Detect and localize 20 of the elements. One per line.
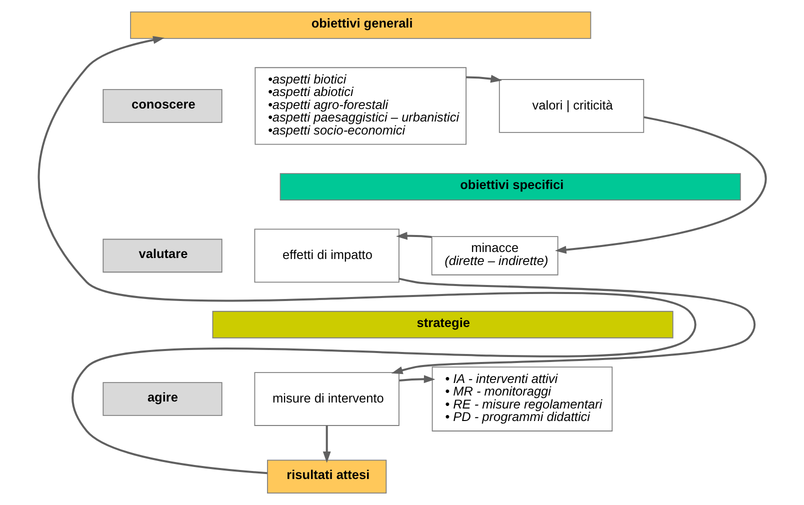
arrow bbox=[396, 232, 432, 240]
arrow bbox=[554, 116, 766, 254]
node-box: agire bbox=[102, 382, 222, 416]
arrow bbox=[466, 74, 502, 83]
node-box: minacce (dirette – indirette) bbox=[430, 236, 558, 276]
arrow bbox=[38, 36, 696, 474]
node-box: risultati attesi bbox=[266, 460, 386, 494]
node-box: valutare bbox=[102, 238, 222, 273]
node-box: •aspetti biotici •aspetti abiotici •aspetti agro-forestali •aspetti paesaggistici – urbanistici •aspetti socio-economici bbox=[254, 67, 466, 145]
node-box: • IA - interventi attivi • MR - monitoraggi • RE - misure regolamentari • PD - programmi didattici bbox=[431, 366, 612, 432]
arrow bbox=[322, 426, 330, 463]
node-box: valori | criticità bbox=[498, 79, 644, 133]
node-box: effetti di impatto bbox=[254, 228, 399, 283]
node-box: obiettivi generali bbox=[130, 11, 591, 39]
node-box: conoscere bbox=[102, 89, 222, 123]
node-box: strategie bbox=[212, 310, 673, 338]
arrow bbox=[390, 278, 755, 374]
node-box: misure di intervento bbox=[254, 372, 399, 426]
arrow bbox=[398, 375, 435, 384]
node-box: obiettivi specifici bbox=[279, 173, 740, 200]
